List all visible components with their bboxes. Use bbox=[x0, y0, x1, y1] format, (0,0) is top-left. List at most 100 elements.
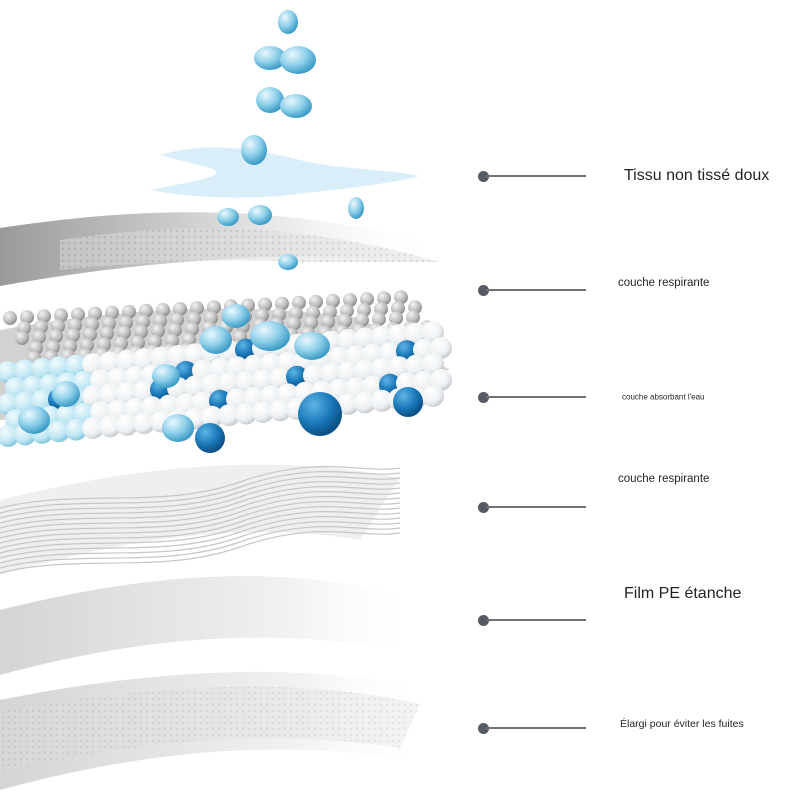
wave-line bbox=[0, 501, 401, 544]
wave-line bbox=[0, 526, 401, 569]
wave-line bbox=[0, 486, 401, 529]
grey-bead bbox=[134, 324, 148, 339]
grey-bead bbox=[287, 316, 301, 331]
callout-breathable-1: couche respirante bbox=[478, 277, 800, 300]
label-top-sheet: Tissu non tissé doux bbox=[624, 167, 770, 184]
callout-top-sheet: Tissu non tissé doux bbox=[478, 166, 800, 186]
callout-line bbox=[486, 506, 586, 508]
grey-bead bbox=[54, 308, 68, 323]
grey-bead bbox=[321, 314, 335, 329]
callout-dot bbox=[478, 391, 489, 403]
absorbent-bead bbox=[99, 415, 121, 438]
callout-absorbent: couche absorbant l'eau bbox=[478, 387, 800, 407]
callout-line bbox=[486, 727, 586, 729]
grey-bead bbox=[37, 309, 51, 324]
wave-line bbox=[0, 466, 401, 509]
callout-leak-guard: Élargi pour éviter les fuites bbox=[478, 718, 800, 738]
grey-bead bbox=[389, 311, 403, 326]
callout-dot bbox=[478, 722, 489, 734]
leak-guard-mesh bbox=[0, 686, 420, 772]
grey-bead bbox=[309, 294, 323, 309]
grey-bead bbox=[343, 293, 357, 307]
callout-line bbox=[486, 396, 586, 398]
grey-bead bbox=[355, 313, 369, 327]
grey-bead bbox=[338, 313, 352, 328]
label-breathable-2: couche respirante bbox=[618, 473, 710, 485]
absorbent-bead bbox=[371, 389, 393, 412]
grey-bead bbox=[372, 312, 386, 327]
top-sheet-mesh bbox=[60, 228, 440, 270]
grey-bead bbox=[105, 305, 119, 320]
grey-bead bbox=[100, 326, 114, 341]
grey-bead bbox=[168, 322, 182, 337]
wave-line bbox=[0, 471, 401, 514]
grey-bead bbox=[88, 306, 102, 321]
wave-line bbox=[0, 506, 401, 549]
absorbent-bead-large bbox=[393, 387, 423, 417]
callout-pe-film: Film PE étanche bbox=[478, 585, 800, 630]
grey-bead bbox=[156, 302, 170, 317]
grey-bead bbox=[3, 311, 17, 325]
label-absorbent: couche absorbant l'eau bbox=[622, 392, 705, 402]
grey-bead bbox=[185, 322, 199, 336]
grey-bead bbox=[122, 304, 136, 319]
grey-bead bbox=[83, 327, 97, 342]
grey-bead bbox=[173, 302, 187, 316]
absorbent-bead bbox=[252, 401, 274, 423]
absorbent-bead bbox=[0, 425, 19, 447]
absorbent-bead bbox=[218, 404, 240, 427]
breathable-layer-2-lines bbox=[0, 466, 401, 574]
absorbent-bead bbox=[48, 420, 70, 443]
callout-dot bbox=[478, 284, 489, 296]
grey-bead bbox=[190, 301, 204, 316]
breathable-layer-2 bbox=[0, 464, 400, 575]
absorbent-bead bbox=[133, 412, 155, 435]
grey-bead bbox=[66, 328, 80, 343]
grey-bead bbox=[71, 307, 85, 322]
callout-dot bbox=[478, 501, 489, 513]
absorbent-bead bbox=[116, 413, 138, 436]
grey-bead bbox=[292, 295, 306, 310]
absorbed-droplets bbox=[18, 304, 330, 442]
absorbent-bead bbox=[235, 402, 257, 425]
grey-bead bbox=[377, 291, 391, 306]
water-splash bbox=[150, 147, 420, 198]
pe-film bbox=[0, 576, 420, 675]
absorbent-bead bbox=[354, 391, 376, 414]
grey-bead bbox=[360, 292, 374, 307]
grey-bead bbox=[406, 310, 420, 325]
label-breathable-1: couche respirante bbox=[618, 277, 710, 290]
wave-line bbox=[0, 511, 401, 554]
grey-bead bbox=[304, 315, 318, 330]
callout-dot bbox=[478, 614, 489, 626]
grey-bead bbox=[275, 296, 289, 311]
water-droplets bbox=[217, 10, 364, 270]
wave-line bbox=[0, 516, 401, 559]
grey-bead bbox=[139, 303, 153, 318]
label-leak-guard: Élargi pour éviter les fuites bbox=[620, 718, 744, 730]
absorbent-bead-large bbox=[195, 423, 225, 453]
absorbent-bead bbox=[422, 385, 444, 407]
grey-bead bbox=[117, 325, 131, 340]
wave-line bbox=[0, 496, 401, 539]
wave-line bbox=[0, 491, 401, 534]
wave-line bbox=[0, 521, 401, 564]
grey-bead bbox=[258, 297, 272, 312]
wave-line bbox=[0, 476, 401, 519]
grey-bead bbox=[15, 331, 29, 345]
grey-bead bbox=[20, 310, 34, 325]
callout-breathable-2: couche respirante bbox=[478, 473, 800, 517]
absorbent-bead bbox=[337, 393, 359, 415]
grey-bead bbox=[326, 293, 340, 308]
absorbent-bead-large bbox=[298, 392, 342, 436]
label-pe-film: Film PE étanche bbox=[624, 585, 742, 602]
grey-bead bbox=[207, 300, 221, 315]
absorbent-bead bbox=[82, 417, 104, 439]
absorbent-bead bbox=[201, 405, 223, 428]
callout-line bbox=[486, 175, 586, 177]
grey-bead bbox=[49, 329, 63, 344]
grey-bead bbox=[151, 323, 165, 338]
grey-bead bbox=[394, 290, 408, 305]
callout-line bbox=[486, 619, 586, 621]
